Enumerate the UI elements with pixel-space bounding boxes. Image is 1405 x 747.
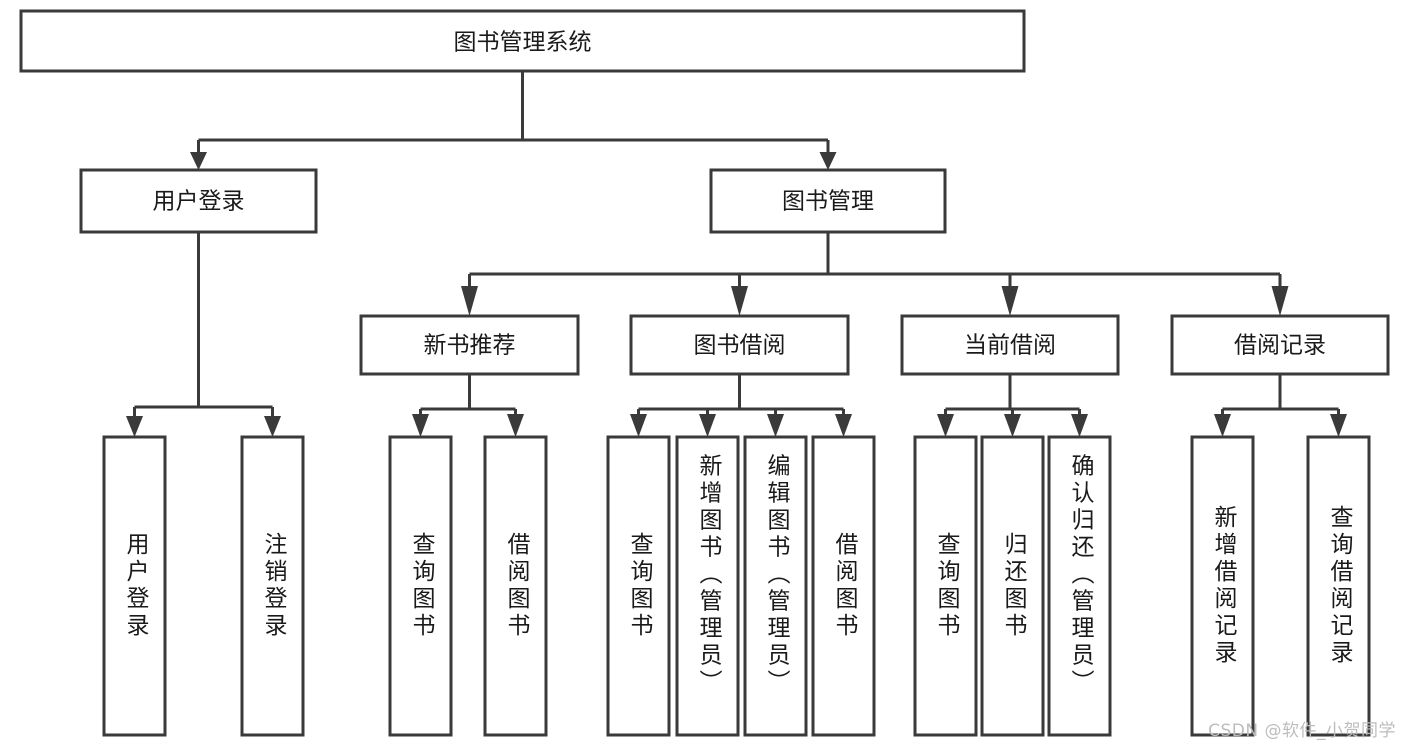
node-leaf-query-book-2[interactable]: 查询图书	[606, 435, 671, 737]
node-leaf-query-book-2-label: 查询图书	[626, 532, 654, 640]
node-leaf-add-book-label: 新增图书（管理员）	[695, 454, 723, 697]
node-leaf-borrow-book-2-box[interactable]	[811, 435, 876, 737]
node-leaf-query-record-box[interactable]	[1306, 435, 1371, 737]
node-leaf-query-book-3-box[interactable]	[913, 435, 978, 737]
arrow-head-borrow-record	[1271, 286, 1289, 316]
node-leaf-add-book[interactable]: 新增图书（管理员）	[675, 435, 740, 737]
node-leaf-query-book-3[interactable]: 查询图书	[913, 435, 978, 737]
node-leaf-edit-book[interactable]: 编辑图书（管理员）	[743, 435, 808, 737]
node-layer: 图书管理系统 用户登录 图书管理 新书推荐 图书借阅	[19, 9, 1390, 737]
node-leaf-confirm-return-box[interactable]	[1047, 435, 1112, 737]
arrow-head-leaf-user-login	[126, 416, 143, 437]
node-leaf-user-login-label: 用户登录	[122, 532, 150, 640]
node-book-manage-label: 图书管理	[782, 189, 874, 215]
node-new-book-recommend-box[interactable]	[359, 314, 580, 376]
node-book-manage[interactable]: 图书管理	[709, 168, 947, 234]
node-borrow-record[interactable]: 借阅记录	[1170, 314, 1390, 376]
arrow-head-book-manage	[819, 152, 837, 170]
node-leaf-borrow-book-2-label: 借阅图书	[831, 532, 859, 640]
arrow-head-book-borrow	[731, 286, 748, 316]
arrow-head-leaf-query-book-1	[412, 414, 429, 437]
arrow-head-leaf-borrow-book-2	[835, 414, 852, 437]
node-leaf-borrow-book-1-label: 借阅图书	[503, 532, 531, 640]
node-leaf-query-book-2-box[interactable]	[606, 435, 671, 737]
node-leaf-add-book-box[interactable]	[675, 435, 740, 737]
node-root-box[interactable]	[19, 9, 1026, 73]
node-leaf-edit-book-label: 编辑图书（管理员）	[763, 454, 791, 697]
arrow-head-leaf-logout	[264, 416, 281, 437]
node-borrow-record-label: 借阅记录	[1234, 333, 1326, 359]
arrow-head-leaf-confirm-return	[1071, 414, 1088, 437]
arrow-head-leaf-return-book	[1004, 414, 1021, 437]
node-leaf-borrow-book-1[interactable]: 借阅图书	[483, 435, 548, 737]
node-book-manage-box[interactable]	[709, 168, 947, 234]
node-leaf-borrow-book-1-box[interactable]	[483, 435, 548, 737]
node-borrow-record-box[interactable]	[1170, 314, 1390, 376]
arrow-head-current-borrow	[1001, 286, 1019, 316]
node-leaf-add-record-box[interactable]	[1190, 435, 1255, 737]
node-leaf-borrow-book-2[interactable]: 借阅图书	[811, 435, 876, 737]
node-new-book-recommend[interactable]: 新书推荐	[359, 314, 580, 376]
node-leaf-add-record[interactable]: 新增借阅记录	[1190, 435, 1255, 737]
node-leaf-return-book[interactable]: 归还图书	[980, 435, 1045, 737]
node-leaf-user-login-box[interactable]	[102, 435, 167, 737]
node-new-book-recommend-label: 新书推荐	[424, 333, 516, 359]
node-leaf-query-book-1-box[interactable]	[388, 435, 453, 737]
node-user-login-label: 用户登录	[153, 189, 245, 215]
node-leaf-logout[interactable]: 注销登录	[240, 435, 305, 737]
node-leaf-query-book-1[interactable]: 查询图书	[388, 435, 453, 737]
connector-layer	[126, 71, 1347, 437]
node-root[interactable]: 图书管理系统	[19, 9, 1026, 73]
node-leaf-user-login[interactable]: 用户登录	[102, 435, 167, 737]
arrow-head-leaf-borrow-book-1	[507, 414, 524, 437]
node-book-borrow[interactable]: 图书借阅	[629, 314, 850, 376]
node-book-borrow-label: 图书借阅	[694, 333, 786, 359]
node-root-label: 图书管理系统	[454, 30, 592, 56]
node-leaf-logout-label: 注销登录	[260, 532, 288, 640]
node-leaf-query-book-1-label: 查询图书	[408, 532, 436, 640]
arrow-head-leaf-query-record	[1330, 414, 1347, 437]
node-leaf-query-record-label: 查询借阅记录	[1326, 505, 1354, 667]
arrow-head-new-book-rec	[461, 286, 478, 316]
arrow-head-leaf-edit-book	[767, 414, 784, 437]
node-leaf-confirm-return-label: 确认归还（管理员）	[1067, 454, 1095, 697]
node-leaf-confirm-return[interactable]: 确认归还（管理员）	[1047, 435, 1112, 737]
node-leaf-return-book-label: 归还图书	[1000, 532, 1028, 640]
node-book-borrow-box[interactable]	[629, 314, 850, 376]
arrow-head-leaf-query-book-2	[630, 414, 647, 437]
node-user-login-box[interactable]	[79, 168, 318, 234]
arrow-head-leaf-query-book-3	[937, 414, 954, 437]
node-leaf-edit-book-box[interactable]	[743, 435, 808, 737]
node-current-borrow-box[interactable]	[900, 314, 1120, 376]
node-current-borrow[interactable]: 当前借阅	[900, 314, 1120, 376]
node-current-borrow-label: 当前借阅	[964, 333, 1056, 359]
node-leaf-query-book-3-label: 查询图书	[933, 532, 961, 640]
node-user-login[interactable]: 用户登录	[79, 168, 318, 234]
arrow-head-user-login	[190, 152, 207, 170]
arrow-head-leaf-add-record	[1214, 414, 1231, 437]
node-leaf-logout-box[interactable]	[240, 435, 305, 737]
node-leaf-add-record-label: 新增借阅记录	[1210, 505, 1238, 667]
node-leaf-query-record[interactable]: 查询借阅记录	[1306, 435, 1371, 737]
arrow-head-leaf-add-book	[699, 414, 716, 437]
node-leaf-return-book-box[interactable]	[980, 435, 1045, 737]
